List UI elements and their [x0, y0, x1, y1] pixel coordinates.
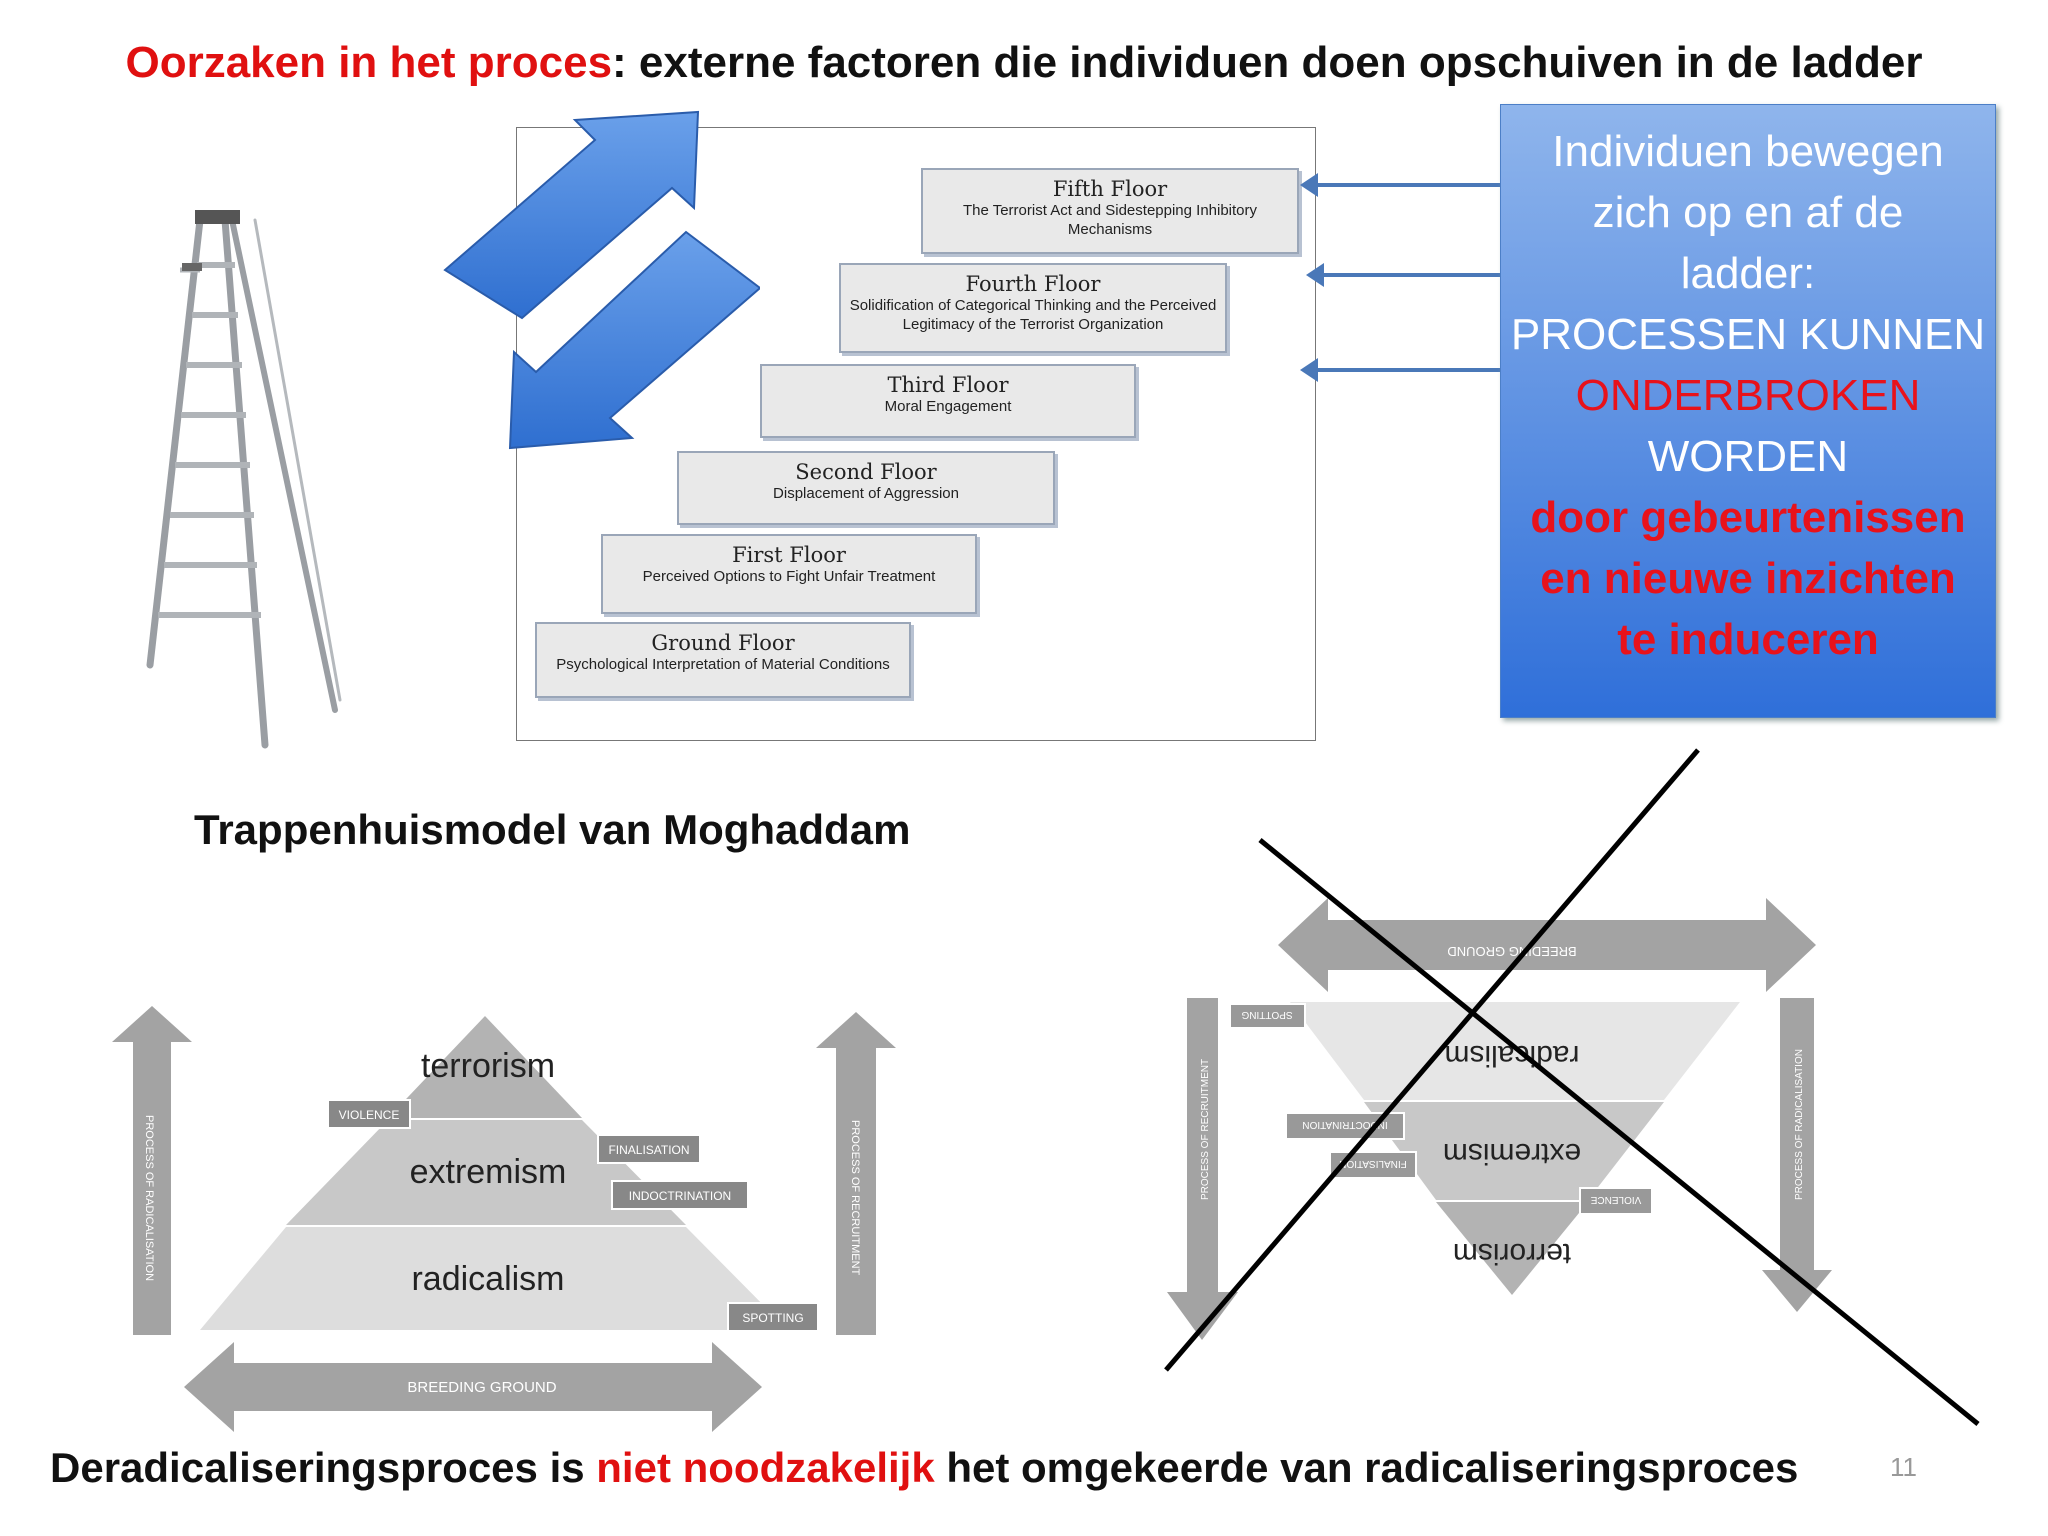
double-arrow-icon	[184, 1342, 762, 1432]
tag-label: INDOCTRINATION	[1302, 1119, 1387, 1130]
pointer-arrows	[1300, 173, 1516, 382]
floor-name: Third Floor	[887, 373, 1009, 397]
floor-name: Fourth Floor	[965, 272, 1101, 296]
cross-out-line	[1164, 748, 1700, 1372]
recruitment-arrow-label: PROCESS OF RECRUITMENT	[1200, 1059, 1211, 1200]
radicalisation-arrow-label: PROCESS OF RADICALISATION	[1794, 1049, 1805, 1200]
title-red-part: Oorzaken in het proces	[125, 38, 613, 87]
floor-box-fifth: Fifth Floor The Terrorist Act and Sidest…	[921, 168, 1299, 254]
pyramid-level-label: extremism	[410, 1153, 567, 1191]
floor-box-third: Third Floor Moral Engagement	[760, 364, 1136, 438]
cross-out-line	[1258, 838, 1980, 1426]
floor-name: Ground Floor	[651, 631, 795, 655]
floor-box-second: Second Floor Displacement of Aggression	[677, 451, 1055, 525]
floor-desc: The Terrorist Act and Sidestepping Inhib…	[962, 202, 1258, 219]
pyramid-level-label: radicalism	[411, 1260, 564, 1298]
arrow-down-icon	[1762, 998, 1832, 1312]
floor-box-ground: Ground Floor Psychological Interpretatio…	[535, 622, 911, 698]
tag-label: SPOTTING	[742, 1311, 803, 1325]
radicalisation-arrow-label: PROCESS OF RADICALISATION	[143, 1115, 155, 1281]
model-caption: Trappenhuismodel van Moghaddam	[194, 806, 911, 853]
conclusion-part2: het omgekeerde van radicaliseringsproces	[934, 1444, 1799, 1491]
floor-box-fourth: Fourth Floor Solidification of Categoric…	[839, 263, 1227, 353]
floor-desc: Legitimacy of the Terrorist Organization	[902, 316, 1164, 333]
floor-desc: Solidification of Categorical Thinking a…	[849, 297, 1217, 314]
callout-line: zich op en af de	[1592, 188, 1904, 237]
indoctrination-tag	[611, 1180, 749, 1210]
arrow-left-icon	[1300, 173, 1318, 197]
floor-desc: Displacement of Aggression	[773, 485, 959, 502]
radicalisation-pyramid-diagram: PROCESS OF RADICALISATION PROCESS OF REC…	[112, 1006, 896, 1432]
callout-line: en nieuwe inzichten	[1540, 554, 1956, 603]
arrow-up-icon	[443, 110, 700, 320]
callout-line: te induceren	[1617, 615, 1879, 664]
tag-label: SPOTTING	[1241, 1009, 1292, 1020]
callout-line: door gebeurtenissen	[1530, 493, 1966, 542]
page-number: 11	[1890, 1452, 1917, 1482]
recruitment-arrow-label: PROCESS OF RECRUITMENT	[849, 1120, 861, 1276]
arrow-down-icon	[1167, 998, 1238, 1340]
floor-desc: Moral Engagement	[884, 398, 1012, 415]
violence-tag	[327, 1099, 411, 1129]
pyramid-level-label: terrorism	[421, 1047, 555, 1085]
arrow-left-icon	[1306, 263, 1324, 287]
tag-label: VIOLENCE	[339, 1108, 400, 1122]
breeding-ground-label: BREEDING GROUND	[407, 1379, 556, 1396]
finalisation-tag	[597, 1134, 701, 1164]
pyramid-level-label: terrorism	[1453, 1237, 1571, 1270]
conclusion-red-part: niet noodzakelijk	[596, 1444, 935, 1491]
ladder-image	[146, 210, 342, 749]
callout-line: Individuen bewegen	[1552, 127, 1944, 176]
floor-name: First Floor	[732, 543, 846, 567]
tag-label: VIOLENCE	[1590, 1194, 1641, 1205]
breeding-ground-label: BREEDING GROUND	[1447, 944, 1576, 959]
violence-tag	[1579, 1187, 1653, 1215]
floor-desc: Perceived Options to Fight Unfair Treatm…	[642, 568, 936, 585]
staircase-model-frame: Fifth Floor The Terrorist Act and Sidest…	[516, 127, 1316, 741]
floor-desc: Mechanisms	[1067, 221, 1153, 238]
conclusion-part1: Deradicaliseringsproces is	[50, 1444, 597, 1491]
callout-line: ladder:	[1680, 249, 1816, 298]
up-down-arrows	[443, 110, 760, 450]
inverted-pyramid-diagram: BREEDING GROUND PROCESS OF RECRUITMENT P…	[1164, 748, 1980, 1426]
process-interruption-callout: Individuen bewegen zich op en af de ladd…	[1500, 104, 1996, 718]
tag-label: FINALISATION	[608, 1143, 689, 1157]
arrow-left-icon	[1300, 358, 1318, 382]
arrow-up-icon	[112, 1006, 192, 1335]
arrow-up-icon	[816, 1012, 896, 1335]
callout-line: PROCESSEN KUNNEN	[1510, 310, 1986, 359]
spotting-tag	[727, 1302, 819, 1332]
arrow-down-icon	[508, 230, 760, 450]
floor-desc: Psychological Interpretation of Material…	[556, 656, 890, 673]
conclusion-statement: Deradicaliseringsproces is niet noodzake…	[50, 1444, 1798, 1492]
callout-line: ONDERBROKEN	[1575, 371, 1921, 420]
pyramid-level-label: extremism	[1443, 1137, 1581, 1170]
slide-title: Oorzaken in het proces: externe factoren…	[0, 38, 2048, 88]
floor-name: Second Floor	[795, 460, 937, 484]
tag-label: INDOCTRINATION	[629, 1189, 731, 1203]
tag-label: FINALISATION	[1339, 1158, 1407, 1169]
title-rest: : externe factoren die individuen doen o…	[612, 38, 1923, 87]
floor-name: Fifth Floor	[1052, 177, 1168, 201]
double-arrow-icon	[1278, 898, 1816, 992]
spotting-tag	[1229, 1003, 1306, 1029]
callout-line: WORDEN	[1647, 432, 1849, 481]
floor-box-first: First Floor Perceived Options to Fight U…	[601, 534, 977, 614]
